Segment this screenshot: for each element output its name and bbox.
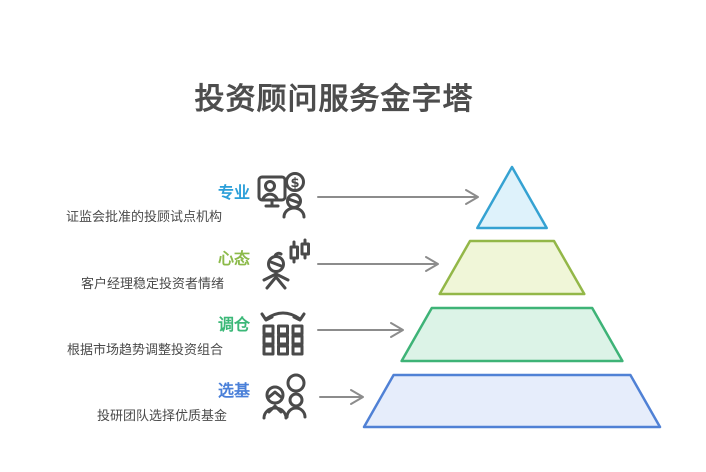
svg-text:$: $ (290, 176, 299, 191)
row-description-fund-selection: 投研团队选择优质基金 (96, 408, 227, 423)
investor-emotion-icon (259, 238, 311, 290)
advisor-screen-icon: $ (256, 170, 308, 222)
arrow-fund-selection (319, 389, 364, 405)
row-label-professional: 专业 (217, 185, 250, 202)
row-description-mindset: 客户经理稳定投资者情绪 (80, 276, 224, 291)
row-description-rebalance: 根据市场趋势调整投资组合 (66, 342, 223, 357)
team-icon (260, 372, 312, 424)
pyramid-layer-mindset (438, 239, 586, 296)
pyramid-layer-rebalance (400, 306, 624, 363)
row-label-mindset: 心态 (217, 251, 250, 268)
rebalance-icon (257, 306, 309, 358)
row-label-fund-selection: 选基 (217, 383, 250, 400)
page-title: 投资顾问服务金字塔 (194, 83, 474, 116)
row-description-professional: 证监会批准的投顾试点机构 (65, 209, 222, 224)
arrow-professional (317, 189, 479, 205)
pyramid-layer-professional (476, 165, 548, 230)
row-label-rebalance: 调仓 (217, 317, 250, 334)
arrow-mindset (317, 256, 439, 272)
pyramid-layer-fund-selection (362, 373, 662, 429)
arrow-rebalance (317, 322, 404, 338)
